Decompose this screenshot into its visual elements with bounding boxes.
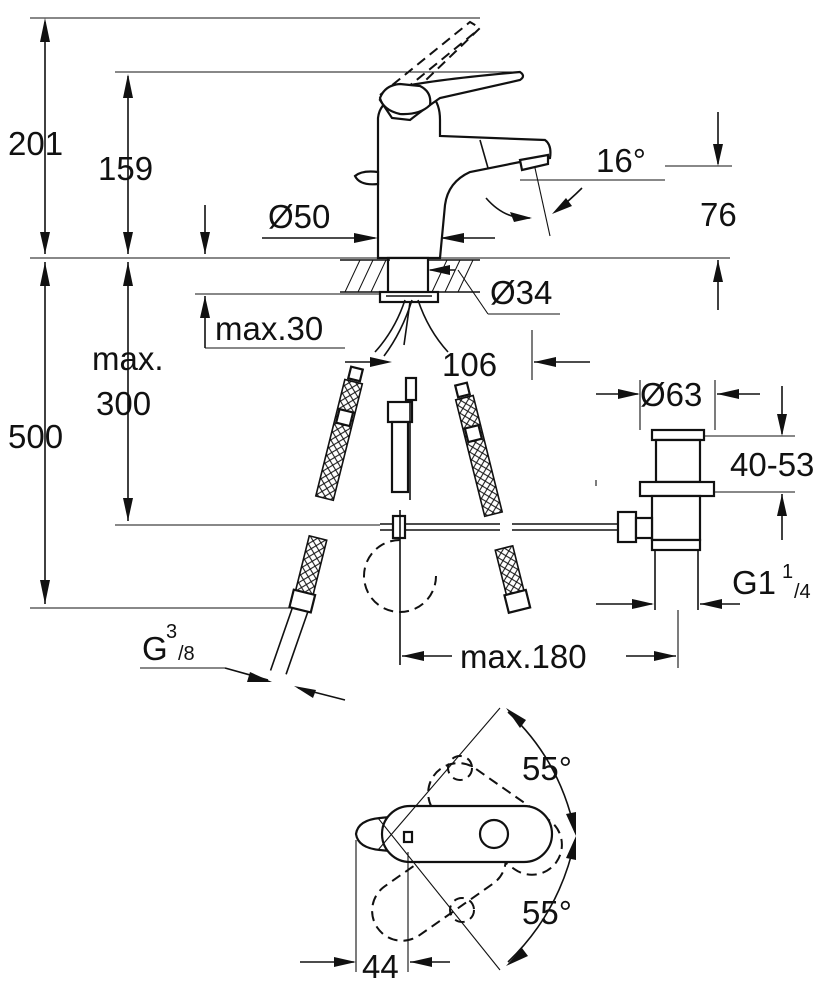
dim-500-label: 500 <box>8 418 63 455</box>
dim-159-label: 159 <box>98 150 153 187</box>
g3-8-dimension <box>140 667 346 701</box>
dim-76-label: 76 <box>700 196 737 233</box>
dim-dia50-label: Ø50 <box>268 198 330 235</box>
dim40-53-dimension <box>704 386 795 540</box>
angle55-top-label: 55° <box>522 750 572 787</box>
basin-section-hatch <box>340 259 480 293</box>
dim-44-label: 44 <box>362 948 399 985</box>
angle16-label: 16° <box>596 142 646 179</box>
dim-40-53-label: 40-53 <box>730 446 814 483</box>
g1-denominator-label: /4 <box>794 581 811 603</box>
faucet-body <box>353 20 552 304</box>
drain-assembly <box>363 428 716 665</box>
dim76-dimension <box>665 112 732 310</box>
dim-dia63-label: Ø63 <box>640 376 702 413</box>
g1-1-4-dimension <box>596 599 740 609</box>
g1-numerator-label: 1 <box>782 561 793 583</box>
g1-main-label: G1 <box>732 564 776 601</box>
top-view-lever <box>300 707 576 972</box>
dim-201-label: 201 <box>8 125 63 162</box>
dim-max180-label: max.180 <box>460 638 587 675</box>
g38-numerator-label: 3 <box>166 621 177 643</box>
dim-106-label: 106 <box>442 346 497 383</box>
dim-dia34-label: Ø34 <box>490 274 552 311</box>
g38-denominator-label: /8 <box>178 643 195 665</box>
max180-dimension <box>402 610 679 668</box>
supply-hoses <box>269 299 532 675</box>
dia34-dimension <box>428 265 560 315</box>
dia63-dimension <box>596 380 760 430</box>
g38-main-label: G <box>142 630 168 667</box>
dia50-dimension <box>262 233 495 243</box>
left-dimension-lines <box>30 17 730 609</box>
dim106-dimension <box>345 330 590 380</box>
angle16-dimension <box>485 167 665 237</box>
dim-max-label: max. <box>92 340 164 377</box>
dim-300-label: 300 <box>96 385 151 422</box>
dim-max30-label: max.30 <box>215 310 323 347</box>
max30-dimension <box>195 205 380 349</box>
angle55-bottom-label: 55° <box>522 894 572 931</box>
